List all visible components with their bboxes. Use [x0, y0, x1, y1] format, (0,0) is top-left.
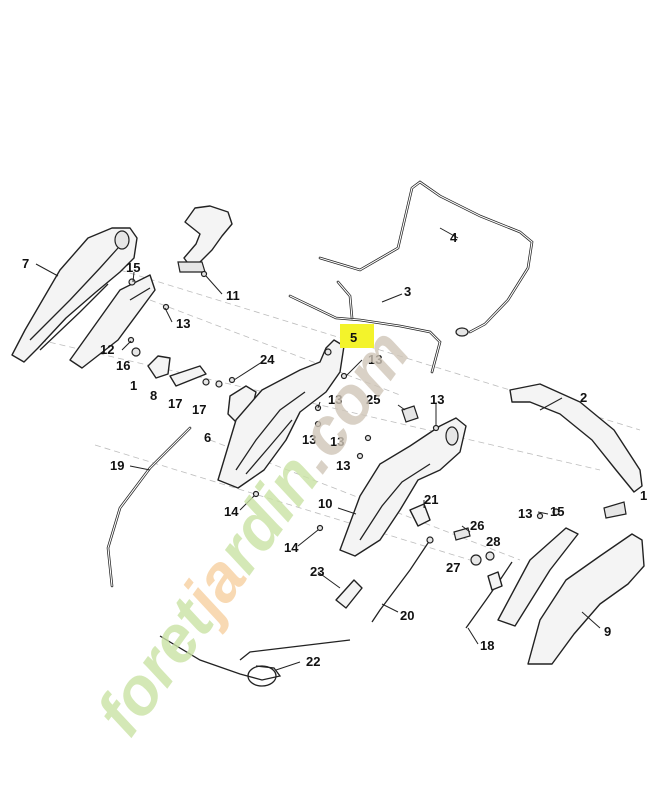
part-5-control-housing: [217, 339, 345, 489]
callout-16: 16: [116, 358, 130, 373]
part-side-plate-right: [497, 501, 627, 627]
callout-17: 17: [168, 396, 182, 411]
callout-19: 19: [110, 458, 124, 473]
callout-8: 8: [150, 388, 157, 403]
callout-28: 28: [486, 534, 500, 549]
callout-22: 22: [306, 654, 320, 669]
callout-23: 23: [310, 564, 324, 579]
callout-11: 11: [226, 288, 240, 303]
part-19-cable: [106, 426, 192, 588]
callout-1: 1: [130, 378, 137, 393]
part-8-lever: [169, 365, 223, 388]
part-23-tube: [335, 579, 363, 609]
part-1-adjust-knob: [147, 355, 171, 379]
part-side-plate-left: [69, 274, 156, 369]
callout-9: 9: [604, 624, 611, 639]
callout-13: 13: [176, 316, 190, 331]
part-10-right-housing: [339, 417, 467, 557]
callout-10: 10: [318, 496, 332, 511]
part-22-wire-loop: [159, 635, 351, 687]
part-21-cable-end: [409, 503, 431, 527]
callout-26: 26: [470, 518, 484, 533]
callout-1-b: 1: [640, 488, 647, 503]
callout-13-d: 13: [302, 432, 316, 447]
callout-14-b: 14: [284, 540, 299, 555]
part-28-washer: [485, 551, 495, 561]
part-4-handle-bail: [318, 180, 534, 337]
callout-12: 12: [100, 342, 114, 357]
callout-7: 7: [22, 256, 29, 271]
part-27-nut: [470, 554, 482, 566]
part-7-left-side-cover: [11, 227, 138, 363]
small-fasteners-centre: [252, 372, 440, 532]
callout-2: 2: [580, 390, 587, 405]
part-25-clip: [401, 405, 419, 423]
callout-13-g: 13: [430, 392, 444, 407]
callout-24: 24: [260, 352, 275, 367]
callout-13-h: 13: [518, 506, 532, 521]
callout-13-f: 13: [336, 458, 350, 473]
part-20-cable: [371, 536, 434, 623]
callout-13-c: 13: [328, 392, 342, 407]
callout-3: 3: [404, 284, 411, 299]
callout-4: 4: [450, 230, 458, 245]
callout-labels: 7 15 11 13 12 16 1 8 17 17 24 6 5 13 13 …: [22, 230, 647, 669]
callout-14: 14: [224, 504, 239, 519]
callout-21: 21: [424, 492, 438, 507]
callout-15-b: 15: [550, 504, 564, 519]
callout-13-e: 13: [330, 434, 344, 449]
part-11-handle-grip: [177, 205, 233, 273]
part-9-right-side-cover: [527, 533, 645, 665]
part-2-right-frame-tube: [509, 383, 643, 493]
callout-6: 6: [204, 430, 211, 445]
callout-5-highlight: [340, 324, 374, 348]
callout-20: 20: [400, 608, 414, 623]
callout-15: 15: [126, 260, 140, 275]
callout-5: 5: [350, 330, 357, 345]
callout-25: 25: [366, 392, 380, 407]
callout-18: 18: [480, 638, 494, 653]
callout-17-b: 17: [192, 402, 206, 417]
leader-lines: [35, 227, 601, 671]
callout-13-b: 13: [368, 352, 382, 367]
callout-27: 27: [446, 560, 460, 575]
part-3-drive-bar: [288, 280, 442, 374]
part-26-screw: [453, 527, 471, 541]
part-18-cable: [465, 561, 513, 629]
